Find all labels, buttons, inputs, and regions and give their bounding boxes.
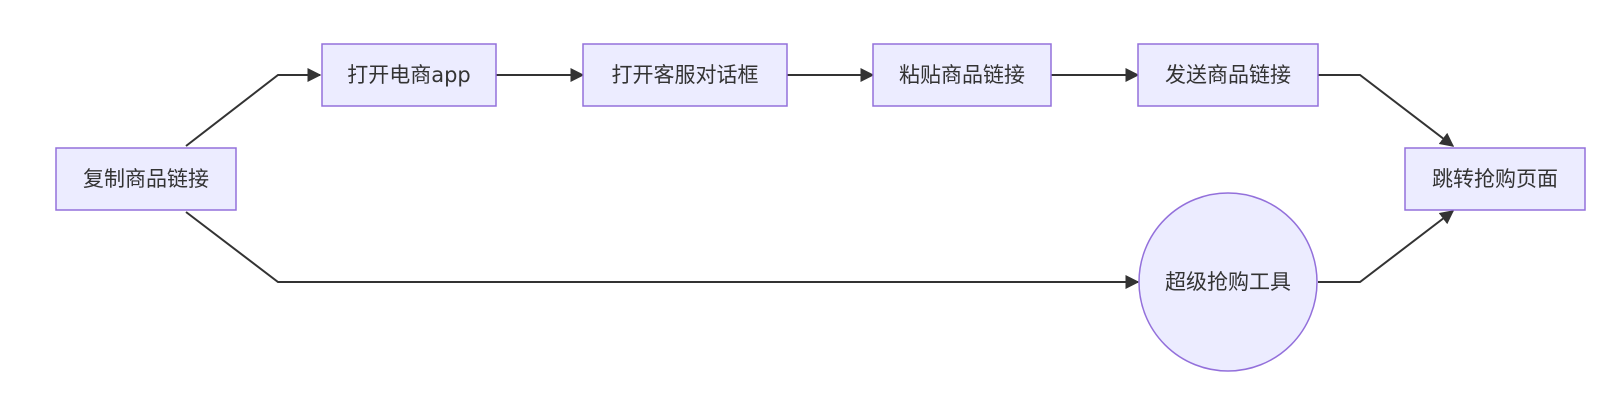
node-copy-link-box	[55, 147, 237, 211]
node-open-chat: 打开客服对话框	[582, 43, 788, 107]
node-jump-page-box	[1404, 147, 1586, 211]
node-open-app-box	[321, 43, 497, 107]
edge-copy-to-open-app	[185, 68, 322, 147]
node-send-link-box	[1137, 43, 1319, 107]
node-rush-tool: 超级抢购工具	[1138, 192, 1318, 372]
node-open-chat-label: 打开客服对话框	[612, 63, 759, 87]
node-copy-link: 复制商品链接	[55, 147, 237, 211]
node-rush-tool-label: 超级抢购工具	[1165, 270, 1291, 294]
node-send-link: 发送商品链接	[1137, 43, 1319, 107]
edge-copy-to-tool	[185, 211, 1140, 289]
node-rush-tool-circle	[1138, 192, 1318, 372]
node-copy-link-label: 复制商品链接	[83, 167, 209, 191]
edge-send-to-jump	[1318, 74, 1455, 147]
edge-tool-to-jump	[1318, 210, 1455, 283]
node-jump-page-label: 跳转抢购页面	[1432, 167, 1558, 191]
node-paste-link-label: 粘贴商品链接	[899, 63, 1025, 87]
node-open-chat-box	[582, 43, 788, 107]
node-jump-page: 跳转抢购页面	[1404, 147, 1586, 211]
node-send-link-label: 发送商品链接	[1165, 63, 1291, 87]
node-open-app: 打开电商app	[321, 43, 497, 107]
node-paste-link: 粘贴商品链接	[872, 43, 1052, 107]
node-open-app-label: 打开电商app	[347, 63, 471, 87]
node-paste-link-box	[872, 43, 1052, 107]
